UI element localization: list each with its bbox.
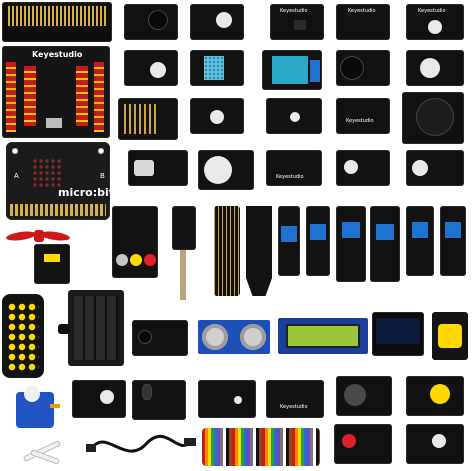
- sensor-module: [190, 4, 244, 40]
- big-button-module: [432, 312, 468, 360]
- sensor-module: [118, 98, 178, 140]
- button-b-label: B: [100, 172, 105, 180]
- sensor-module: [370, 206, 400, 282]
- sensor-module: [406, 150, 464, 186]
- button-a-label: A: [14, 172, 19, 180]
- sensor-module: Keyestudio: [336, 98, 390, 134]
- pir-sensor-module: [198, 150, 254, 190]
- sensor-module: [72, 380, 126, 418]
- fan-module: [34, 244, 70, 284]
- right-header-red: [94, 62, 104, 132]
- usb-cable-icon: [86, 435, 196, 453]
- sensor-module: [190, 98, 244, 134]
- pressure-sensor-film: [180, 250, 186, 300]
- gold-edge-connector: [8, 6, 106, 26]
- breakout-header-strip: [2, 2, 112, 42]
- usb-port: [46, 118, 62, 128]
- sensor-module: [334, 424, 392, 464]
- sensor-module: Keyestudio: [266, 380, 324, 418]
- sensor-module: [266, 98, 322, 134]
- humidity-sensor-module: [190, 50, 244, 86]
- sensor-module: [132, 380, 186, 420]
- left-header-red: [6, 62, 16, 132]
- sensor-module: [440, 206, 466, 276]
- sensor-module: Keyestudio: [336, 4, 390, 40]
- servo-horns: [22, 439, 64, 466]
- sensor-module: [278, 206, 300, 276]
- water-sensor-module: [214, 206, 240, 296]
- lcd-module: [278, 318, 368, 354]
- microbit-pin-hole: [12, 148, 18, 154]
- sensor-module: [336, 150, 390, 186]
- remote-control-icon: [2, 294, 44, 378]
- soil-sensor-module: [246, 206, 272, 296]
- joystick-module: [402, 92, 464, 144]
- button-module: [406, 376, 464, 416]
- pressure-sensor-module: [172, 206, 196, 250]
- sensor-module: [406, 50, 464, 86]
- oled-module: [372, 312, 424, 356]
- fan-icon: [5, 222, 72, 252]
- ir-receiver-module: [132, 320, 188, 356]
- sensor-module: [124, 50, 178, 86]
- battery-holder-icon: [58, 290, 124, 366]
- jumper-wires-icon: [202, 428, 320, 466]
- sensor-module: [406, 424, 464, 464]
- servo-icon: [10, 384, 60, 434]
- sensor-module: [198, 380, 256, 418]
- microbit-board: micro:bit A B: [6, 142, 114, 220]
- led-matrix: [32, 158, 62, 188]
- sensor-module: [306, 206, 330, 276]
- microbit-label: micro:bit: [58, 186, 115, 199]
- sensor-module: Keyestudio: [270, 4, 324, 40]
- microbit-edge-connector: [10, 204, 106, 216]
- sensor-module: [124, 4, 178, 40]
- sensor-module: [336, 206, 366, 282]
- sensor-module: [128, 150, 188, 186]
- traffic-light-module: [112, 206, 158, 278]
- ultrasonic-module: [198, 320, 270, 354]
- relay-module: [262, 50, 322, 90]
- expansion-board: Keyestudio: [2, 46, 110, 138]
- board-brand-label: Keyestudio: [32, 50, 83, 59]
- center-header-yellow: [76, 66, 88, 126]
- center-header-red: [24, 66, 36, 126]
- sensor-module: Keyestudio: [406, 4, 464, 40]
- sensor-module: [336, 50, 390, 86]
- potentiometer-module: [336, 376, 392, 416]
- sensor-module: [406, 206, 434, 276]
- microbit-pin-hole: [98, 148, 104, 154]
- sensor-module: Keyestudio: [266, 150, 322, 186]
